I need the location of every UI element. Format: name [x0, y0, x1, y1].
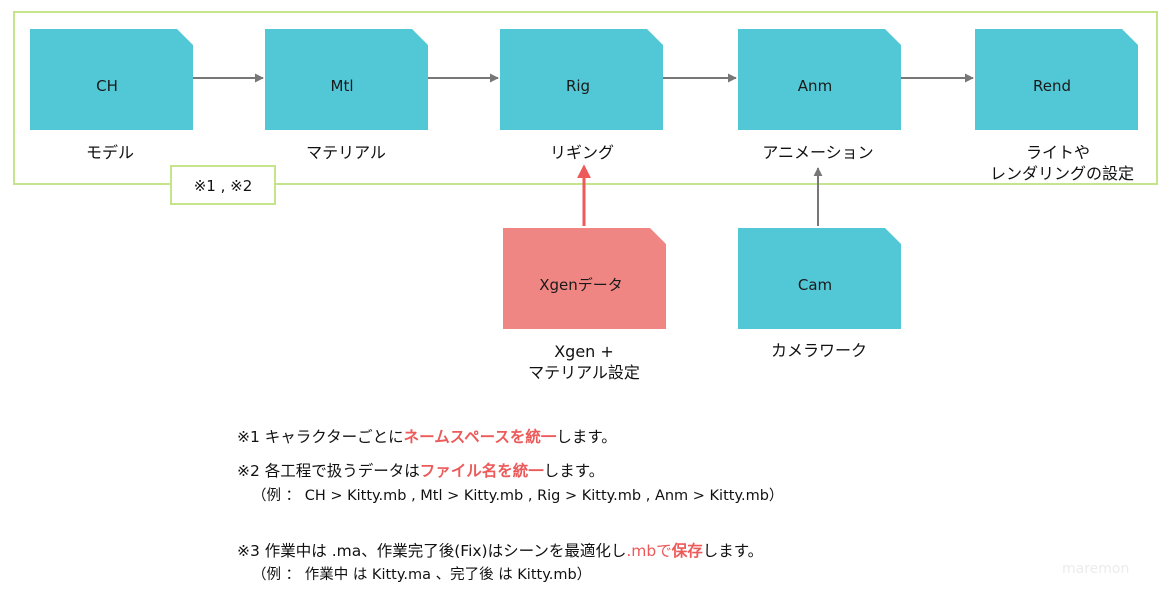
node-rig-label: Rig — [566, 77, 590, 95]
node-mtl-shape — [265, 29, 428, 130]
note-2: ※2 各工程で扱うデータはファイル名を統一します。 — [237, 459, 604, 481]
node-cam-label: Cam — [798, 276, 832, 294]
caption-xgen-line2: マテリアル設定 — [528, 363, 640, 382]
note-3-highlight: 保存 — [671, 542, 703, 560]
node-ch-shape — [30, 29, 193, 130]
node-xgen: Xgenデータ — [503, 228, 666, 329]
node-cam-shape — [738, 228, 901, 329]
group-label: ※1 , ※2 — [194, 177, 253, 195]
caption-anm: アニメーション — [762, 143, 873, 162]
note-3: ※3 作業中は .ma、作業完了後(Fix)はシーンを最適化し.mbで保存します… — [237, 539, 763, 561]
node-rend-shape — [975, 29, 1138, 130]
node-cam: Cam — [738, 228, 901, 329]
caption-rend-line1: ライトや — [1026, 143, 1090, 162]
note-3-prefix: ※3 作業中は .ma、作業完了後(Fix)はシーンを最適化し — [237, 542, 627, 560]
caption-cam: カメラワーク — [771, 341, 867, 360]
note-3-example: （例 ： 作業中 は Kitty.ma 、完了後 は Kitty.mb） — [252, 567, 592, 583]
node-ch: CH — [30, 29, 193, 130]
node-mtl: Mtl — [265, 29, 428, 130]
node-rig: Rig — [500, 29, 663, 130]
note-1-highlight: ネームスペースを統一 — [403, 428, 557, 446]
note-1: ※1 キャラクターごとにネームスペースを統一します。 — [237, 425, 617, 447]
note-3-highlight-ext: .mbで — [626, 542, 672, 560]
node-xgen-label: Xgenデータ — [539, 276, 623, 294]
node-mtl-label: Mtl — [331, 77, 354, 95]
note-2-suffix: します。 — [543, 462, 605, 480]
note-1-prefix: ※1 キャラクターごとに — [237, 428, 404, 446]
node-rend-label: Rend — [1033, 77, 1071, 95]
node-rig-shape — [500, 29, 663, 130]
node-ch-label: CH — [96, 77, 118, 95]
caption-mtl: マテリアル — [306, 143, 386, 162]
caption-rig: リギング — [550, 143, 614, 162]
group-label-box — [170, 165, 276, 205]
node-rend: Rend — [975, 29, 1138, 130]
note-2-highlight: ファイル名を統一 — [419, 462, 544, 480]
note-3-suffix: します。 — [702, 542, 764, 560]
caption-rend-line2: レンダリングの設定 — [990, 164, 1134, 183]
note-2-example: （例 ： CH > Kitty.mb , Mtl > Kitty.mb , Ri… — [252, 488, 784, 504]
caption-ch: モデル — [86, 143, 134, 162]
note-1-suffix: します。 — [556, 428, 617, 446]
node-anm: Anm — [738, 29, 901, 130]
caption-xgen-line1: Xgen + — [554, 342, 614, 361]
node-anm-label: Anm — [798, 77, 832, 95]
watermark: maremon — [1062, 561, 1130, 577]
node-anm-shape — [738, 29, 901, 130]
node-xgen-shape — [503, 228, 666, 329]
note-2-prefix: ※2 各工程で扱うデータは — [237, 462, 420, 480]
